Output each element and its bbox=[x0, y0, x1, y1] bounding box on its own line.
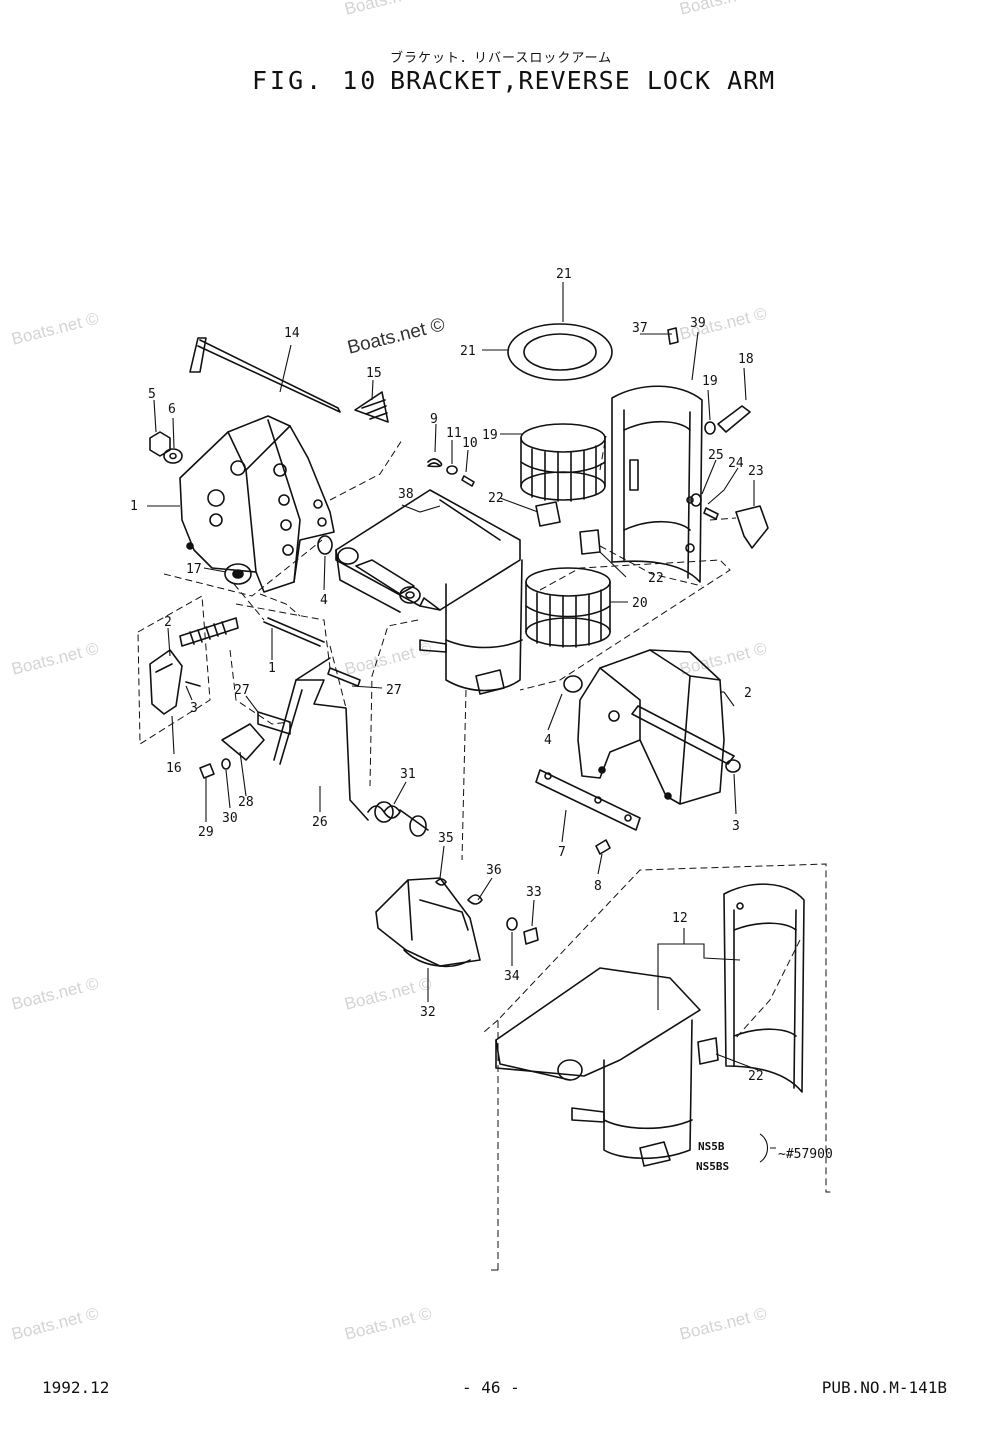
model-label: NS5BS bbox=[696, 1160, 729, 1173]
callout-14: 16 bbox=[166, 761, 182, 776]
callout-1: 1 bbox=[130, 499, 138, 514]
callout-17: 18 bbox=[738, 352, 754, 367]
callout-21: 21 bbox=[556, 267, 572, 282]
part-wing-screw bbox=[735, 505, 769, 549]
callout-2: 2 bbox=[164, 615, 172, 630]
part-pad bbox=[579, 529, 601, 555]
part-bushing-upper bbox=[520, 423, 606, 502]
part-reverse-lock-arm bbox=[375, 877, 481, 968]
part-pad bbox=[535, 501, 561, 527]
callout-22: 22 bbox=[648, 571, 664, 586]
serial-range: ~#57900 bbox=[778, 1147, 833, 1162]
part-nut bbox=[149, 431, 171, 457]
part-arm-rod bbox=[273, 679, 369, 821]
part-knob bbox=[224, 563, 252, 585]
publication-date: 1992.12 bbox=[42, 1378, 110, 1397]
callout-4: 4 bbox=[544, 733, 552, 748]
part-washer bbox=[163, 448, 183, 464]
callout-39: 39 bbox=[690, 316, 706, 331]
callout-20: 20 bbox=[632, 596, 648, 611]
callout-16: 12 bbox=[672, 911, 688, 926]
part-rod bbox=[189, 337, 207, 373]
callout-35: 35 bbox=[438, 831, 454, 846]
callout-11: 11 bbox=[446, 426, 462, 441]
callout-27: 27 bbox=[234, 683, 250, 698]
callout-3: 3 bbox=[190, 701, 198, 716]
figure-number: FIG. 10 bbox=[252, 66, 379, 95]
callout-10: 10 bbox=[462, 436, 478, 451]
callout-9: 9 bbox=[430, 412, 438, 427]
callout-24: 24 bbox=[728, 456, 744, 471]
callout-19: 19 bbox=[482, 428, 498, 443]
part-screw bbox=[667, 327, 679, 345]
part-bushing-lower bbox=[525, 567, 611, 648]
callout-1: 1 bbox=[268, 661, 276, 676]
part-spring bbox=[179, 617, 239, 647]
callout-12: 14 bbox=[284, 326, 300, 341]
callout-6: 6 bbox=[168, 402, 176, 417]
figure-title: BRACKET,REVERSE LOCK ARM bbox=[390, 66, 776, 95]
part-ring bbox=[507, 323, 613, 381]
callout-22: 22 bbox=[488, 491, 504, 506]
part-spring bbox=[367, 805, 401, 819]
part-lever bbox=[149, 649, 183, 715]
page-number: - 46 - bbox=[462, 1378, 520, 1397]
callout-13: 15 bbox=[366, 366, 382, 381]
callout-21: 21 bbox=[460, 344, 476, 359]
callout-25: 25 bbox=[708, 448, 724, 463]
part-bolt bbox=[717, 405, 751, 433]
callout-27: 27 bbox=[386, 683, 402, 698]
callout-26: 26 bbox=[312, 815, 328, 830]
callout-36: 36 bbox=[486, 863, 502, 878]
part-liner bbox=[611, 385, 703, 583]
callout-5: 5 bbox=[148, 387, 156, 402]
callout-15: 17 bbox=[186, 562, 202, 577]
callout-2: 2 bbox=[744, 686, 752, 701]
japanese-title: ブラケット．リバースロックアーム bbox=[390, 51, 613, 66]
callout-28: 28 bbox=[238, 795, 254, 810]
callout-37: 37 bbox=[632, 321, 648, 336]
part-swivel-arm bbox=[335, 489, 523, 695]
part-washer bbox=[317, 535, 333, 555]
part-bracket-left bbox=[179, 415, 335, 593]
part-bracket-right bbox=[577, 649, 741, 805]
callout-34: 34 bbox=[504, 969, 520, 984]
callout-22: 22 bbox=[748, 1069, 764, 1084]
callout-7: 7 bbox=[558, 845, 566, 860]
callout-31: 31 bbox=[400, 767, 416, 782]
part-spring-small bbox=[427, 458, 443, 468]
part-rod bbox=[197, 339, 341, 413]
part-washer bbox=[563, 675, 583, 693]
callout-4: 4 bbox=[320, 593, 328, 608]
callout-38: 38 bbox=[398, 487, 414, 502]
model-label: NS5B bbox=[698, 1140, 725, 1153]
part-variant-assembly bbox=[495, 883, 805, 1167]
part-bolt bbox=[631, 705, 735, 765]
callout-23: 23 bbox=[748, 464, 764, 479]
callout-8: 8 bbox=[594, 879, 602, 894]
part-plate bbox=[535, 769, 641, 831]
callout-29: 29 bbox=[198, 825, 214, 840]
callout-3: 3 bbox=[732, 819, 740, 834]
callout-18: 19 bbox=[702, 374, 718, 389]
callout-30: 30 bbox=[222, 811, 238, 826]
publication-number: PUB.NO.M-141B bbox=[821, 1378, 947, 1397]
callout-33: 33 bbox=[526, 885, 542, 900]
callout-32: 32 bbox=[420, 1005, 436, 1020]
